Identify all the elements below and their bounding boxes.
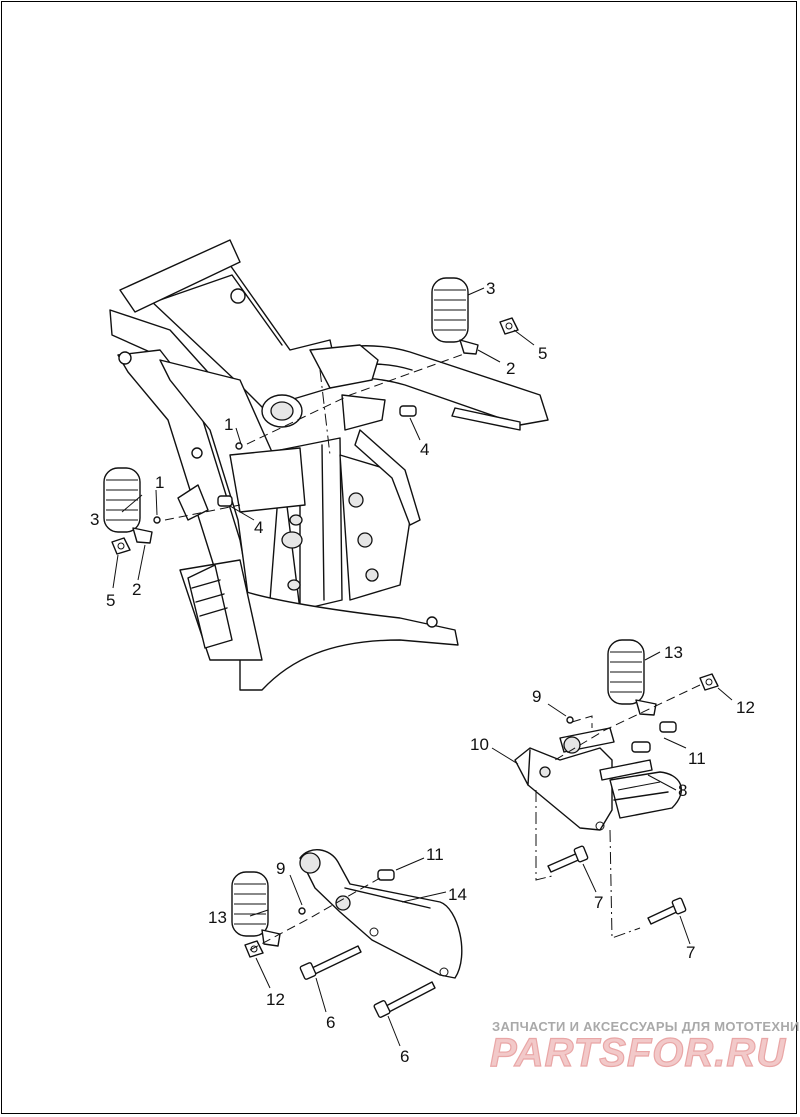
callout-bolt-mid: 7 <box>594 893 603 912</box>
callout-clip-lower: 9 <box>276 859 285 878</box>
watermark-logo: PARTSFOR.RU <box>490 1031 786 1075</box>
watermark-tagline: ЗАПЧАСТИ И АКСЕССУАРЫ ДЛЯ МОТОТЕХНИКИ <box>492 1019 800 1034</box>
callout-bolt-lower-lower: 6 <box>400 1047 409 1066</box>
callout-pin-upper-left: 4 <box>254 518 263 537</box>
callout-footpeg-lower: 13 <box>208 908 227 927</box>
lower-centerlines <box>249 877 381 951</box>
footpeg-rubber-upper-left <box>103 467 153 544</box>
callout-labels: 3 5 2 1 4 1 3 4 5 2 13 12 9 10 11 8 7 7 … <box>90 279 755 1066</box>
callout-footpeg-mid: 13 <box>664 643 683 662</box>
pin-lower <box>377 869 395 881</box>
callout-bracket-upper-right: 2 <box>506 359 515 378</box>
callout-washer-upper-right: 5 <box>538 344 547 363</box>
bolt-mid-lower-right <box>647 897 687 925</box>
callout-footpeg-upper-left: 3 <box>90 510 99 529</box>
callout-clip-center: 1 <box>224 415 233 434</box>
callout-mount-right: 10 <box>470 735 489 754</box>
footpeg-rubber-upper-right <box>431 277 479 355</box>
footpeg-rubber-lower <box>231 871 281 947</box>
motorcycle-frame <box>109 239 549 691</box>
callout-washer-upper-left: 5 <box>106 591 115 610</box>
washer-upper-right <box>499 317 519 335</box>
callout-bracket-upper-left: 2 <box>132 580 141 599</box>
callout-mount-left: 14 <box>448 885 467 904</box>
mid-centerlines <box>535 684 701 939</box>
pin-mid <box>631 721 677 753</box>
callout-footpeg-upper-right: 3 <box>486 279 495 298</box>
callout-washer-mid: 12 <box>736 698 755 717</box>
pin-upper-left <box>217 495 233 507</box>
bolt-mid-lower <box>547 845 589 873</box>
callout-clip-mid: 9 <box>532 687 541 706</box>
footpeg-rubber-mid <box>607 639 657 716</box>
washer-lower <box>244 940 264 958</box>
bolt-lower-lower <box>373 981 436 1018</box>
leader-lines <box>112 287 733 1047</box>
retaining-clip-center <box>235 442 243 450</box>
passenger-footrest-mount-left <box>299 849 463 979</box>
washer-mid <box>699 673 719 691</box>
callout-footboard: 8 <box>678 781 687 800</box>
callout-washer-lower: 12 <box>266 990 285 1009</box>
washer-upper-left <box>111 537 131 555</box>
callout-pin-mid: 11 <box>688 749 706 768</box>
retaining-clip-lower <box>298 907 306 915</box>
retaining-clip-left <box>153 516 161 524</box>
callout-pin-upper-right: 4 <box>420 440 429 459</box>
callout-bolt-lower-upper: 6 <box>326 1013 335 1032</box>
frame-centerlines <box>164 349 476 521</box>
callout-bolt-mid-right: 7 <box>686 943 695 962</box>
retaining-clip-mid <box>566 716 574 724</box>
watermark: ЗАПЧАСТИ И АКСЕССУАРЫ ДЛЯ МОТОТЕХНИКИ PA… <box>489 1019 800 1076</box>
callout-clip-left: 1 <box>155 473 164 492</box>
callout-pin-lower: 11 <box>426 845 444 864</box>
bolt-lower-upper <box>299 945 362 980</box>
pin-upper-right <box>399 405 417 417</box>
